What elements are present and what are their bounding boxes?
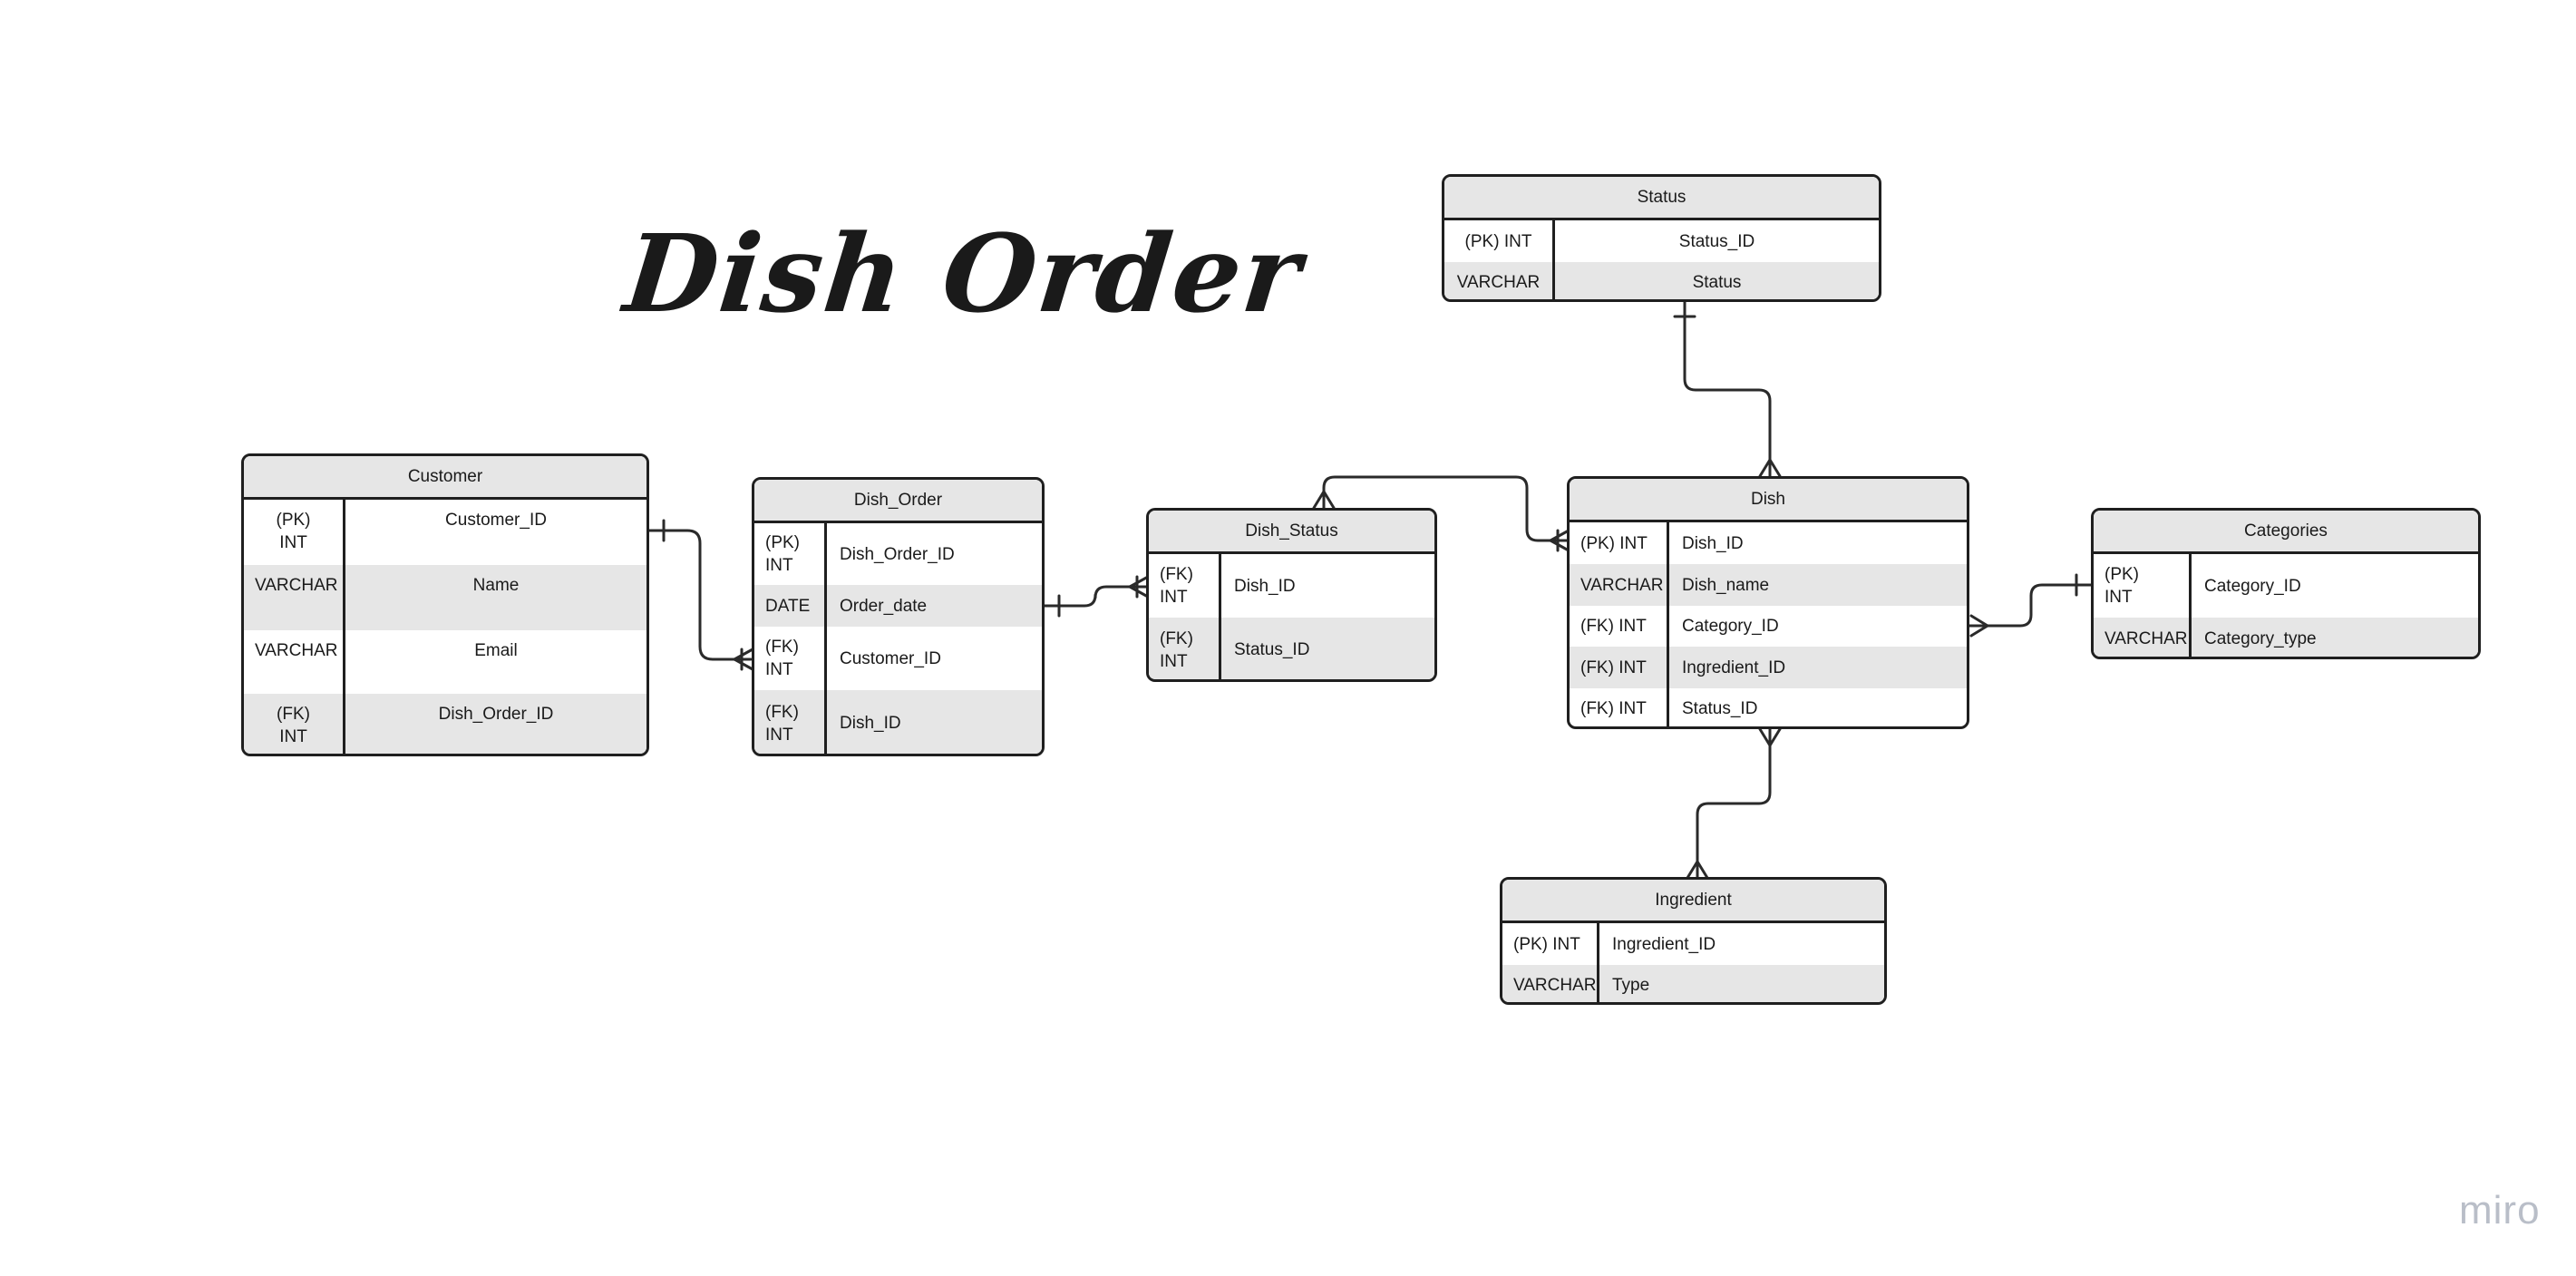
diagram-title: Dish Order	[618, 210, 1308, 336]
field-name: Name	[472, 576, 520, 595]
field-type: (FK) INT	[1149, 554, 1221, 618]
field-name: Customer_ID	[445, 511, 547, 530]
field-name: Dish_Order_ID	[840, 544, 955, 564]
field-type: (PK) INT	[754, 523, 827, 585]
table-row[interactable]: DATE Order_date	[754, 585, 1042, 627]
field-type: (FK) INT	[754, 627, 827, 690]
field-type: (FK) INT	[1570, 688, 1669, 726]
field-type: VARCHAR	[2094, 618, 2192, 657]
table-row[interactable]: (PK) INT Dish_ID	[1570, 522, 1967, 564]
entity-dish-status[interactable]: Dish_Status (FK) INT Dish_ID (FK) INT St…	[1146, 508, 1437, 682]
table-row[interactable]: VARCHAR Type	[1502, 965, 1884, 1002]
field-type: (PK) INT	[1570, 522, 1669, 564]
entity-dish[interactable]: Dish (PK) INT Dish_ID VARCHAR Dish_name …	[1567, 476, 1969, 729]
connector-status-dish[interactable]	[1673, 300, 1782, 478]
field-type: (PK) INT	[1502, 923, 1599, 965]
field-type: (PK) INT	[244, 500, 345, 565]
field-name: Customer_ID	[840, 648, 941, 668]
field-type: (FK) INT	[244, 694, 345, 754]
table-row[interactable]: (PK) INT Dish_Order_ID	[754, 523, 1042, 585]
field-name: Dish_Order_ID	[438, 705, 554, 724]
field-name: Status_ID	[1678, 231, 1755, 251]
entity-ingredient[interactable]: Ingredient (PK) INT Ingredient_ID VARCHA…	[1500, 877, 1887, 1005]
entity-ingredient-title: Ingredient	[1502, 880, 1884, 923]
entity-dish-title: Dish	[1570, 479, 1967, 522]
entity-dish-status-title: Dish_Status	[1149, 511, 1434, 554]
connector-dish-order-dish-status[interactable]	[1043, 575, 1150, 618]
entity-customer[interactable]: Customer (PK) INT Customer_ID VARCHAR Na…	[241, 453, 649, 756]
field-name: Email	[474, 641, 518, 660]
field-name: Status	[1692, 272, 1742, 292]
field-name: Type	[1612, 975, 1650, 995]
field-type: (PK) INT	[2094, 554, 2192, 618]
table-row[interactable]: VARCHAR Email	[244, 630, 646, 694]
entity-customer-title: Customer	[244, 456, 646, 500]
field-name: Dish_ID	[1682, 533, 1744, 553]
table-row[interactable]: (PK) INT Status_ID	[1444, 220, 1879, 262]
table-row[interactable]: VARCHAR Dish_name	[1570, 564, 1967, 606]
table-row[interactable]: (FK) INT Dish_ID	[754, 690, 1042, 754]
field-name: Ingredient_ID	[1612, 934, 1716, 954]
connector-dish-ingredient[interactable]	[1686, 727, 1782, 880]
connector-customer-dish-order[interactable]	[647, 519, 754, 671]
table-row[interactable]: (FK) INT Ingredient_ID	[1570, 647, 1967, 688]
field-name: Dish_name	[1682, 575, 1770, 595]
table-row[interactable]: (FK) INT Dish_ID	[1149, 554, 1434, 618]
field-type: (FK) INT	[1570, 606, 1669, 647]
table-row[interactable]: (FK) INT Customer_ID	[754, 627, 1042, 690]
field-name: Order_date	[840, 596, 928, 616]
entity-dish-order-title: Dish_Order	[754, 480, 1042, 523]
table-row[interactable]: (FK) INT Status_ID	[1570, 688, 1967, 726]
entity-dish-order[interactable]: Dish_Order (PK) INT Dish_Order_ID DATE O…	[752, 477, 1045, 756]
field-name: Ingredient_ID	[1682, 657, 1786, 677]
field-type: (FK) INT	[754, 690, 827, 754]
field-type: (PK) INT	[1444, 220, 1555, 262]
entity-categories[interactable]: Categories (PK) INT Category_ID VARCHAR …	[2091, 508, 2481, 659]
table-row[interactable]: (FK) INT Dish_Order_ID	[244, 694, 646, 754]
field-type: VARCHAR	[1502, 965, 1599, 1002]
field-name: Category_ID	[2204, 576, 2301, 596]
miro-logo: miro	[2459, 1188, 2541, 1232]
field-type: VARCHAR	[244, 565, 345, 630]
field-type: (FK) INT	[1570, 647, 1669, 688]
connector-dish-categories[interactable]	[1968, 573, 2093, 638]
field-type: (FK) INT	[1149, 618, 1221, 679]
table-row[interactable]: (FK) INT Status_ID	[1149, 618, 1434, 679]
table-row[interactable]: (PK) INT Customer_ID	[244, 500, 646, 565]
field-type: VARCHAR	[1444, 262, 1555, 299]
table-row[interactable]: (FK) INT Category_ID	[1570, 606, 1967, 647]
entity-status-title: Status	[1444, 177, 1879, 220]
field-name: Category_type	[2204, 628, 2317, 648]
field-name: Category_ID	[1682, 617, 1779, 636]
table-row[interactable]: VARCHAR Status	[1444, 262, 1879, 299]
table-row[interactable]: VARCHAR Name	[244, 565, 646, 630]
field-type: DATE	[754, 585, 827, 627]
table-row[interactable]: VARCHAR Category_type	[2094, 618, 2478, 657]
field-name: Status_ID	[1234, 640, 1310, 659]
table-row[interactable]: (PK) INT Ingredient_ID	[1502, 923, 1884, 965]
entity-categories-title: Categories	[2094, 511, 2478, 554]
entity-status[interactable]: Status (PK) INT Status_ID VARCHAR Status	[1442, 174, 1881, 302]
field-name: Dish_ID	[840, 714, 901, 733]
field-name: Status_ID	[1682, 699, 1758, 718]
field-type: VARCHAR	[244, 630, 345, 694]
field-name: Dish_ID	[1234, 576, 1296, 596]
connector-dish-status-dish[interactable]	[1312, 475, 1570, 552]
table-row[interactable]: (PK) INT Category_ID	[2094, 554, 2478, 618]
field-type: VARCHAR	[1570, 564, 1669, 606]
